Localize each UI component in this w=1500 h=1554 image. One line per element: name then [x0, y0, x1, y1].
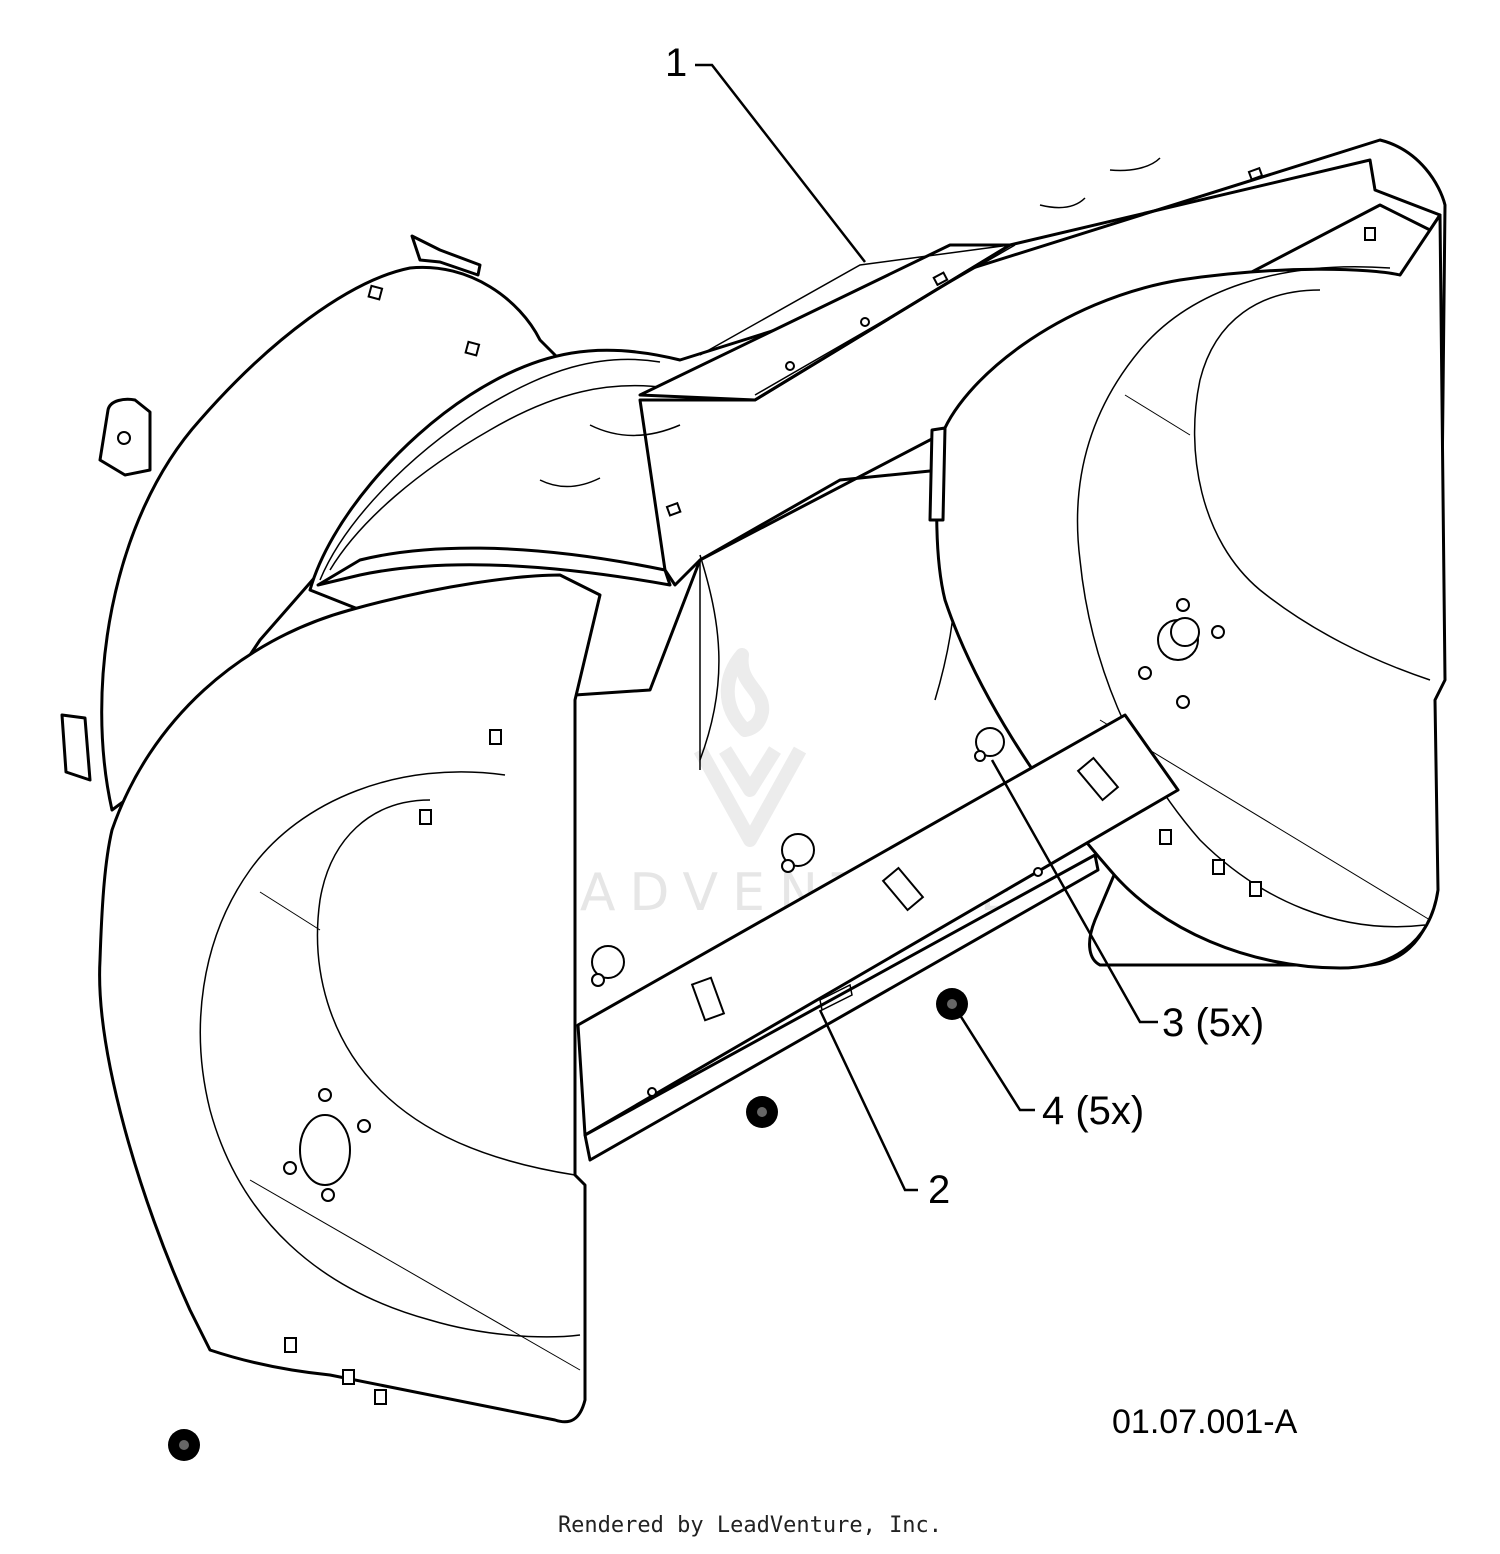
left-side-plate — [98, 573, 602, 1424]
rear-top-bracket — [410, 234, 482, 277]
hex-nuts — [168, 988, 968, 1461]
leader-line-1 — [695, 63, 866, 263]
callout-4: 4 (5x) — [1042, 1089, 1144, 1133]
leader-line-2 — [818, 1009, 918, 1192]
callout-1: 1 — [665, 41, 687, 85]
figure-id: 01.07.001-A — [1112, 1403, 1298, 1441]
callout-3: 3 (5x) — [1162, 1001, 1264, 1045]
footer-credit: Rendered by LeadVenture, Inc. — [557, 1513, 943, 1538]
shave-plate — [576, 713, 1180, 1162]
rear-mounting-tab-bottom — [60, 713, 92, 782]
leader-line-4 — [956, 1011, 1035, 1112]
leader-line-3 — [990, 759, 1158, 1024]
watermark-flame-icon — [720, 648, 770, 737]
watermark-logo-mark — [693, 746, 807, 847]
carriage-bolt — [975, 727, 1005, 757]
callout-2: 2 — [928, 1168, 950, 1212]
leader-lines — [695, 63, 1158, 1192]
top-channel — [638, 158, 1442, 587]
